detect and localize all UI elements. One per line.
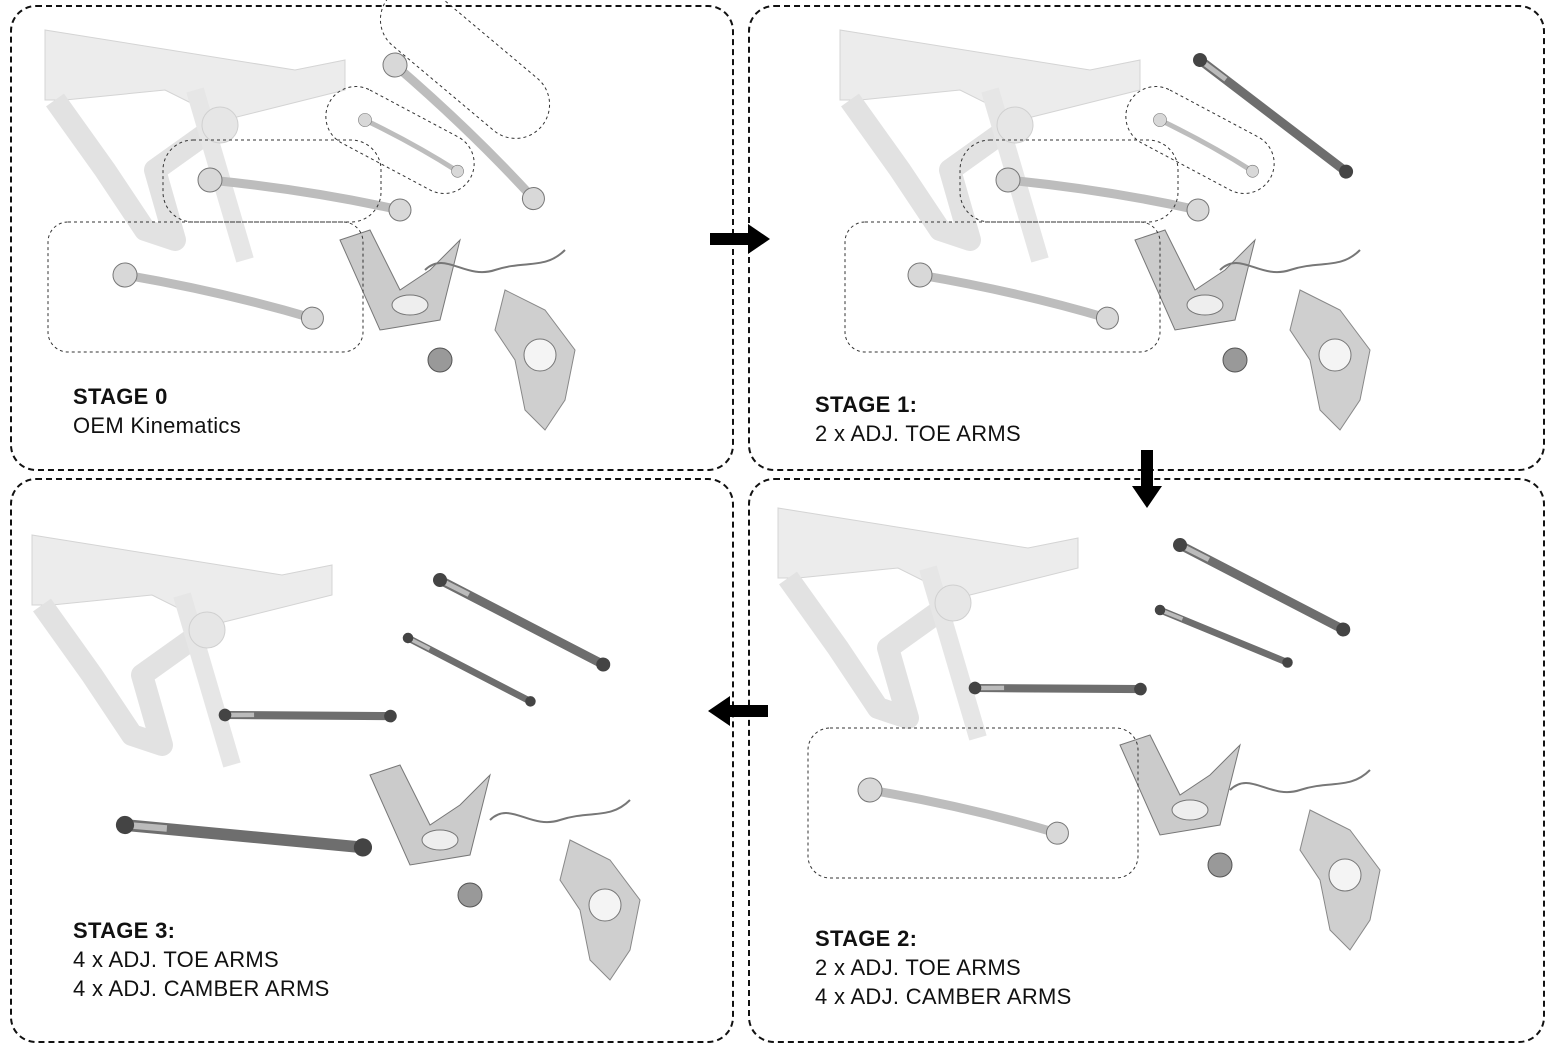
stage-description: 4 x ADJ. CAMBER ARMS — [73, 976, 330, 1001]
stage-description: 4 x ADJ. CAMBER ARMS — [815, 984, 1072, 1009]
stage-description: 4 x ADJ. TOE ARMS — [73, 947, 280, 972]
stage-title: STAGE 2: — [815, 926, 918, 951]
left-arrow-icon — [708, 696, 768, 726]
right-arrow-icon — [710, 224, 770, 254]
stage-description: 2 x ADJ. TOE ARMS — [815, 955, 1022, 980]
stage-2-label: STAGE 2: 2 x ADJ. TOE ARMS 4 x ADJ. CAMB… — [815, 924, 1072, 1011]
stage-description: 2 x ADJ. TOE ARMS — [815, 421, 1022, 446]
stage-3-label: STAGE 3: 4 x ADJ. TOE ARMS 4 x ADJ. CAMB… — [73, 916, 330, 1003]
stage-3-illustration — [32, 535, 641, 981]
down-arrow-icon — [1132, 450, 1162, 508]
stage-description: OEM Kinematics — [73, 413, 242, 438]
stage-title: STAGE 1: — [815, 392, 918, 417]
stage-0-label: STAGE 0 OEM Kinematics — [73, 382, 241, 440]
stage-1-label: STAGE 1: 2 x ADJ. TOE ARMS — [815, 390, 1021, 448]
stage-1-illustration — [840, 30, 1373, 431]
stage-2-illustration — [778, 508, 1381, 951]
stage-0-illustration — [45, 0, 576, 431]
stage-title: STAGE 3: — [73, 918, 176, 943]
stage-3-panel — [10, 478, 734, 1043]
stage-title: STAGE 0 — [73, 384, 168, 409]
